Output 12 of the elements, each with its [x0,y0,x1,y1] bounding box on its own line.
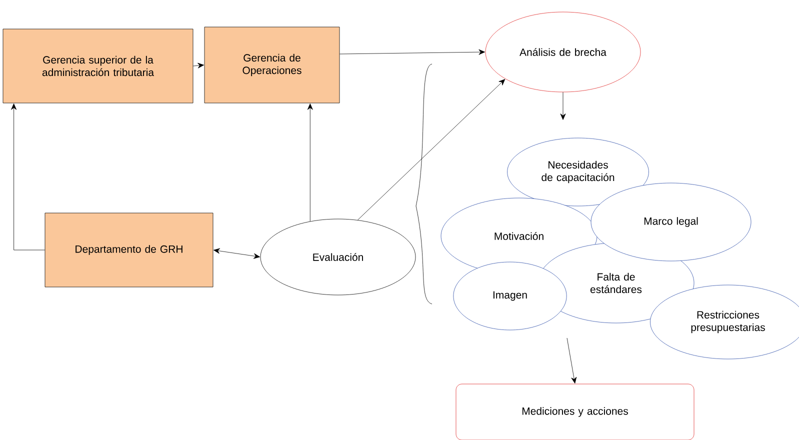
arrow [214,248,260,259]
process-box: Departamento de GRH [44,212,214,288]
process-box: Gerencia de Operaciones [204,26,340,104]
arrow [11,104,45,250]
arrow [307,104,313,222]
arrow [357,79,506,220]
arrow [193,62,204,68]
arrow [566,338,577,384]
process-box: Gerencia superior de la administración tributaria [2,28,194,104]
arrow [560,92,566,120]
arrow [340,49,485,55]
result-box: Mediciones y acciones [456,384,694,440]
